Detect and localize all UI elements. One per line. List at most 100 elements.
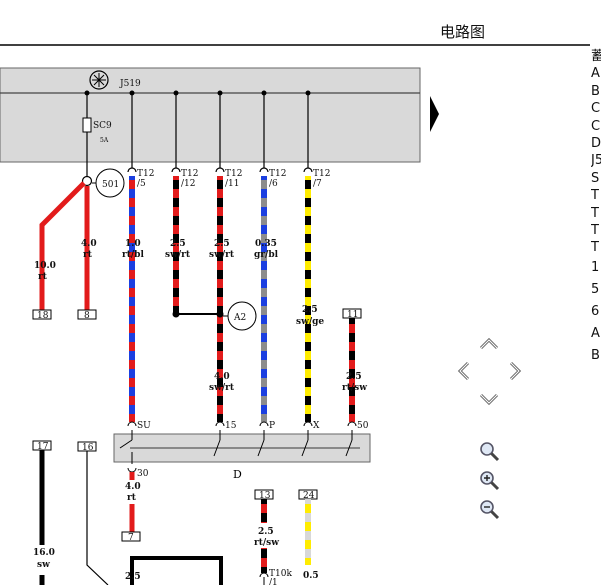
pan-right-button[interactable] <box>504 360 526 382</box>
terminal-50: 50 <box>357 421 369 431</box>
legend-item: T <box>591 240 599 256</box>
connector-t12-11: T12 <box>225 169 242 179</box>
switch-label-d: D <box>233 468 242 481</box>
panel-arrow-icon <box>430 96 439 132</box>
pan-down-button[interactable] <box>478 388 500 410</box>
svg-text:7: 7 <box>128 533 134 543</box>
legend-circle: 1 <box>591 259 600 275</box>
wire-sw-rt-2 <box>217 176 223 422</box>
legend-item: D <box>591 135 601 151</box>
zoom-out-button[interactable] <box>478 498 502 522</box>
connector-t12-12: T12 <box>181 169 198 179</box>
legend-item: S <box>591 170 600 186</box>
label-4-0-color: rt <box>83 250 93 260</box>
label-2-5-b: 2.5 <box>214 239 230 249</box>
chevron-up-icon <box>479 337 499 350</box>
node-a2-badge <box>227 301 257 331</box>
connector-t12-11-pin: /11 <box>225 179 239 189</box>
label-2-5-b-color: sw/rt <box>209 250 235 260</box>
box-11 <box>342 308 362 319</box>
svg-text:17: 17 <box>37 442 49 452</box>
label-0-35-color: gr/bl <box>254 250 279 260</box>
zoom-in-button[interactable] <box>478 469 502 493</box>
zoom-out-icon <box>480 500 500 520</box>
node-501 <box>81 175 93 187</box>
svg-text:16: 16 <box>82 443 94 453</box>
legend-circle: 6 <box>591 303 600 319</box>
legend-item: T <box>591 188 599 204</box>
wire-10-rt <box>39 181 86 310</box>
node-501-badge <box>95 168 125 198</box>
connector-t12-12-pin: /12 <box>181 179 195 189</box>
terminal-30: 30 <box>137 469 149 479</box>
j519-module-panel <box>0 67 421 163</box>
chevron-down-icon <box>479 393 499 406</box>
wire-gr-bl <box>261 176 267 422</box>
label-2-5-f: 2.5 <box>258 527 274 537</box>
ground-symbol-icon <box>89 70 109 90</box>
label-10-0-color: rt <box>38 272 48 282</box>
box-18 <box>32 309 52 320</box>
svg-text:A2: A2 <box>233 313 246 323</box>
pan-up-button[interactable] <box>478 333 500 355</box>
legend-circle: 5 <box>591 281 600 297</box>
chevron-left-icon <box>457 361 470 381</box>
label-2-5-d: 2.5 <box>346 372 362 382</box>
label-0-5: 0.5 <box>303 571 319 581</box>
pan-left-button[interactable] <box>453 360 475 382</box>
magnifier-icon <box>480 442 500 462</box>
label-1-0-color: rt/bl <box>122 250 144 260</box>
label-0-35: 0.35 <box>255 239 277 249</box>
connector-t12-5-pin: /5 <box>137 179 146 189</box>
svg-text:13: 13 <box>259 491 271 501</box>
wire-rt-sw-50 <box>349 318 355 422</box>
terminal-p: P <box>269 421 275 431</box>
connector-t12-7-pin: /7 <box>313 179 322 189</box>
wire-yellow <box>305 499 311 565</box>
legend-item: B <box>591 83 600 99</box>
svg-text:11: 11 <box>347 310 358 320</box>
wire-sw-ge <box>305 176 311 422</box>
zoom-fit-button[interactable] <box>478 440 502 464</box>
connector-t12-5: T12 <box>137 169 154 179</box>
zoom-in-icon <box>480 471 500 491</box>
svg-text:501: 501 <box>102 180 119 190</box>
legend-panel: 蓄 A B C C D J5 S T T T T 1 5 6 A B <box>591 48 601 378</box>
connector-t10k-pin: /1 <box>269 578 278 585</box>
box-7 <box>121 531 141 542</box>
label-2-5-c-color: sw/ge <box>296 317 324 327</box>
fuse-rating: 5A <box>100 137 109 144</box>
legend-item: J5 <box>591 153 601 169</box>
box-8 <box>77 309 97 320</box>
page-title: 电路图 <box>440 23 486 41</box>
label-4-0-b-color: sw/rt <box>209 383 235 393</box>
terminal-15: 15 <box>225 421 237 431</box>
legend-circle: A <box>591 325 600 341</box>
legend-item: C <box>591 118 601 134</box>
label-4-0-b: 4.0 <box>214 372 230 382</box>
wire-rt-sw-13 <box>261 499 267 523</box>
j519-label: J519 <box>119 79 141 89</box>
wire-rt-bl <box>129 176 135 422</box>
connector-t12-6-pin: /6 <box>269 179 278 189</box>
label-1-0: 1.0 <box>125 239 141 249</box>
chevron-right-icon <box>509 361 522 381</box>
label-2-5-a: 2.5 <box>170 239 186 249</box>
label-2-5-a-color: sw/rt <box>165 250 191 260</box>
terminal-x: X <box>313 421 320 431</box>
fuse-sc9-icon <box>82 117 92 133</box>
label-2-5-c: 2.5 <box>302 305 318 315</box>
connector-t12-7: T12 <box>313 169 330 179</box>
legend-item: T <box>591 205 599 221</box>
legend-item: T <box>591 222 599 238</box>
terminal-su: SU <box>137 421 151 431</box>
label-10-0: 10.0 <box>34 261 56 271</box>
connector-t10k: T10k <box>269 569 292 579</box>
wire-sw-rt-1 <box>173 176 179 314</box>
label-2-5-e: 2.5 <box>125 572 141 582</box>
label-2-5-f-color: rt/sw <box>254 538 279 548</box>
fuse-label: SC9 <box>93 121 112 131</box>
legend-item: C <box>591 101 601 117</box>
legend-item: 蓄 <box>591 49 601 64</box>
connector-t12-6: T12 <box>269 169 286 179</box>
